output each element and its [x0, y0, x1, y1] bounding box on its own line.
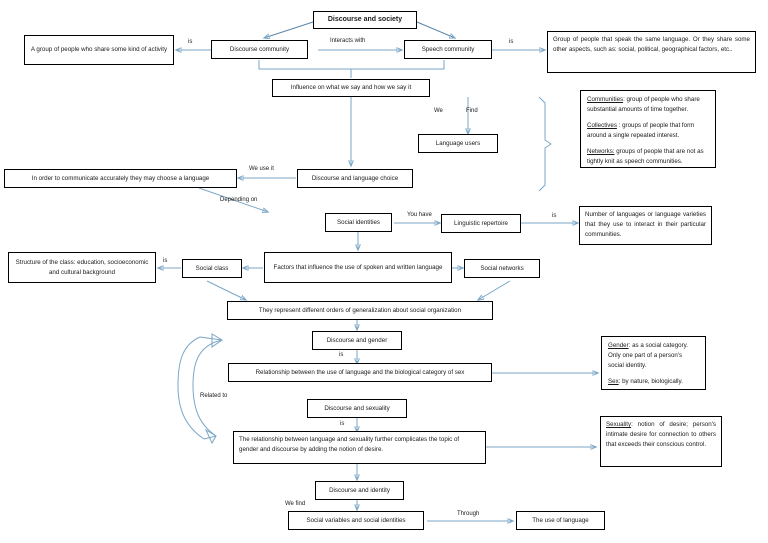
node-social-identities[interactable]: Social identities [325, 213, 392, 232]
edge-label-is-repertoire: is [552, 213, 557, 219]
node-discourse-and-sexuality[interactable]: Discourse and sexuality [307, 399, 407, 418]
edge-label-depending-on: Depending on [220, 197, 258, 203]
edge-label-find: Find [466, 108, 478, 114]
node-discourse-and-language-choice[interactable]: Discourse and language choice [297, 169, 413, 188]
edge-label-interacts-with: Interacts with [330, 38, 366, 44]
gender-term: Gender [608, 342, 629, 349]
node-linguistic-repertoire[interactable]: Linguistic repertoire [441, 214, 521, 233]
sexuality-term: Sexuality [606, 421, 632, 428]
edge-label-is-speech-community: is [509, 39, 514, 45]
node-the-use-of-language[interactable]: The use of language [516, 511, 605, 530]
collectives-description: : groups of people that form around a si… [587, 122, 695, 140]
edge-label-you-have: You have [407, 212, 432, 218]
collectives-term: Collectives [587, 122, 617, 130]
node-discourse-and-identity[interactable]: Discourse and identity [315, 481, 404, 500]
edge-label-we: We [434, 108, 443, 114]
node-discourse-and-gender[interactable]: Discourse and gender [312, 331, 402, 350]
sexuality-description: : notion of desire; person's intimate de… [606, 421, 716, 449]
definition-collectives: Collectives : groups of people that form… [587, 121, 709, 141]
node-structure-of-the-class[interactable]: Structure of the class: education, socio… [8, 252, 156, 283]
edge-label-we-find: We find [285, 501, 306, 507]
gender-description: : as a social category. Only one part of… [608, 342, 689, 370]
node-linguistic-repertoire-definition[interactable]: Number of languages or language varietie… [579, 206, 712, 245]
definition-networks: Networks: groups of people that are not … [587, 147, 709, 167]
node-gender-definitions[interactable]: Gender: as a social category. Only one p… [601, 336, 706, 390]
node-influence-on-what-we-say[interactable]: Influence on what we say and how we say … [272, 79, 430, 97]
communities-description: : group of people who share substantial … [587, 96, 700, 114]
node-discourse-community-definition[interactable]: A group of people who share some kind of… [24, 35, 174, 65]
definition-gender: Gender: as a social category. Only one p… [608, 341, 699, 371]
node-speech-community[interactable]: Speech community [404, 40, 492, 59]
networks-term: Networks: [587, 148, 615, 156]
node-gender-relationship[interactable]: Relationship between the use of language… [228, 363, 492, 382]
edge-label-related-to: Related to [200, 393, 228, 399]
node-sexuality-relationship[interactable]: The relationship between language and se… [233, 431, 486, 464]
node-social-variables[interactable]: Social variables and social identities [288, 511, 424, 530]
edge-label-is-sexuality: is [340, 421, 345, 427]
node-speech-community-definition[interactable]: Group of people that speak the same lang… [547, 31, 756, 73]
sex-term: Sex [608, 378, 619, 386]
node-language-users[interactable]: Language users [418, 134, 498, 153]
node-communicate-accurately[interactable]: In order to communicate accurately they … [4, 169, 237, 188]
networks-description: groups of people that are not as tightly… [587, 148, 704, 166]
edge-label-is-social-class: is [163, 258, 168, 264]
node-sexuality-definition[interactable]: Sexuality: notion of desire; person's in… [600, 416, 722, 467]
node-factors-influencing-language[interactable]: Factors that influence the use of spoken… [264, 252, 452, 283]
definition-sex: Sex: by nature, biologically. [608, 377, 699, 387]
node-social-class[interactable]: Social class [182, 259, 242, 278]
edge-label-is-discourse-community: is [188, 39, 193, 45]
node-social-networks[interactable]: Social networks [464, 259, 540, 278]
edge-label-through: Through [457, 511, 480, 517]
node-orders-of-generalization[interactable]: They represent different orders of gener… [227, 301, 493, 320]
node-community-definitions[interactable]: Communities: group of people who share s… [580, 90, 716, 168]
edge-label-is-gender: is [339, 352, 344, 358]
edge-label-we-use-it: We use it [249, 166, 274, 172]
node-discourse-community[interactable]: Discourse community [211, 40, 308, 59]
communities-term: Communities [587, 96, 624, 103]
sex-description: : by nature, biologically. [618, 378, 683, 386]
definition-communities: Communities: group of people who share s… [587, 95, 709, 115]
node-discourse-and-society[interactable]: Discourse and society [313, 11, 417, 29]
